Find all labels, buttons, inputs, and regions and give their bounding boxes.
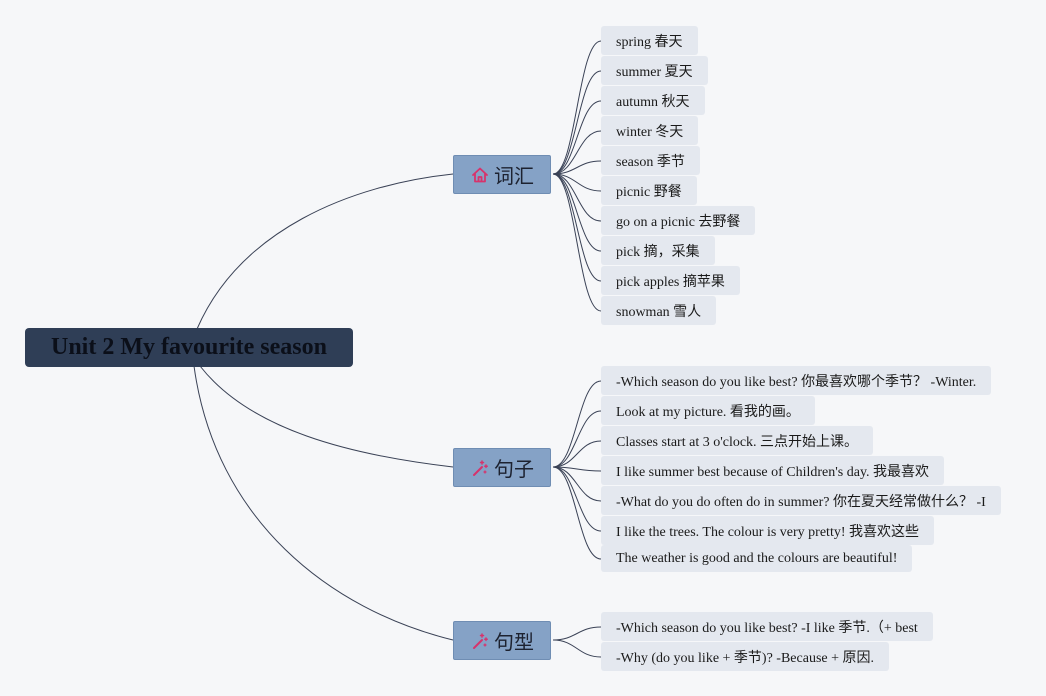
connector-pattern-leaf-1 [552, 626, 602, 641]
branch-sentence-patterns-label: 句型 [494, 630, 534, 654]
root-topic-label: Unit 2 My favourite season [51, 334, 327, 360]
leaf-sentence-what-do-you-do[interactable]: -What do you do often do in summer? 你在夏天… [601, 486, 1001, 515]
leaf-vocab-picnic[interactable]: picnic 野餐 [601, 176, 697, 205]
branch-vocabulary[interactable]: 词汇 [453, 155, 551, 194]
leaf-vocab-snowman[interactable]: snowman 雪人 [601, 296, 717, 325]
connector-pattern-leaf-2 [552, 639, 602, 658]
leaf-sentence-like-summer[interactable]: I like summer best because of Children's… [601, 456, 945, 485]
connector-sentence-leaf-7 [552, 466, 602, 560]
home-icon [472, 167, 488, 182]
connector-root-sentences [199, 365, 454, 468]
leaf-pattern-which-season[interactable]: -Which season do you like best? -I like … [601, 612, 933, 641]
branch-sentence-patterns[interactable]: 句型 [453, 621, 551, 660]
connector-sentence-leaf-2 [552, 410, 602, 468]
connector-sentence-leaf-3 [552, 440, 602, 468]
branch-sentences[interactable]: 句子 [453, 448, 551, 487]
leaf-sentence-look-at-picture[interactable]: Look at my picture. 看我的画。 [601, 396, 815, 425]
connector-vocab-leaf-5 [552, 160, 602, 175]
connector-vocab-leaf-8 [552, 173, 602, 252]
branch-vocabulary-label: 词汇 [494, 164, 534, 188]
leaf-vocab-autumn[interactable]: autumn 秋天 [601, 86, 705, 115]
leaf-vocab-pick-apples[interactable]: pick apples 摘苹果 [601, 266, 740, 295]
leaf-vocab-winter[interactable]: winter 冬天 [601, 116, 699, 145]
connector-vocab-leaf-1 [552, 40, 602, 175]
root-topic[interactable]: Unit 2 My favourite season [25, 328, 353, 367]
branch-sentences-label: 句子 [494, 457, 534, 481]
connector-root-vocabulary [196, 173, 454, 330]
connector-root-sentence-patterns [193, 365, 454, 641]
connector-sentence-leaf-6 [552, 466, 602, 532]
leaf-sentence-which-season[interactable]: -Which season do you like best? 你最喜欢哪个季节… [601, 366, 992, 395]
connector-vocab-leaf-4 [552, 130, 602, 175]
leaf-sentence-weather-good[interactable]: The weather is good and the colours are … [601, 545, 913, 572]
connector-vocab-leaf-7 [552, 173, 602, 222]
magic-wand-icon [473, 632, 488, 649]
connector-sentence-leaf-4 [552, 466, 602, 472]
leaf-pattern-why[interactable]: -Why (do you like + 季节)? -Because + 原因. [601, 642, 890, 671]
connector-vocab-leaf-3 [552, 100, 602, 175]
connector-sentence-leaf-5 [552, 466, 602, 502]
leaf-sentence-classes-start[interactable]: Classes start at 3 o'clock. 三点开始上课。 [601, 426, 874, 455]
connector-sentence-leaf-1 [552, 380, 602, 468]
leaf-vocab-summer[interactable]: summer 夏天 [601, 56, 708, 85]
leaf-vocab-go-on-a-picnic[interactable]: go on a picnic 去野餐 [601, 206, 756, 235]
connector-vocab-leaf-10 [552, 173, 602, 312]
leaf-vocab-pick[interactable]: pick 摘，采集 [601, 236, 715, 265]
leaf-vocab-spring[interactable]: spring 春天 [601, 26, 698, 55]
leaf-vocab-season[interactable]: season 季节 [601, 146, 700, 175]
magic-wand-icon [473, 459, 488, 476]
connector-vocab-leaf-2 [552, 70, 602, 175]
leaf-sentence-like-trees[interactable]: I like the trees. The colour is very pre… [601, 516, 934, 545]
